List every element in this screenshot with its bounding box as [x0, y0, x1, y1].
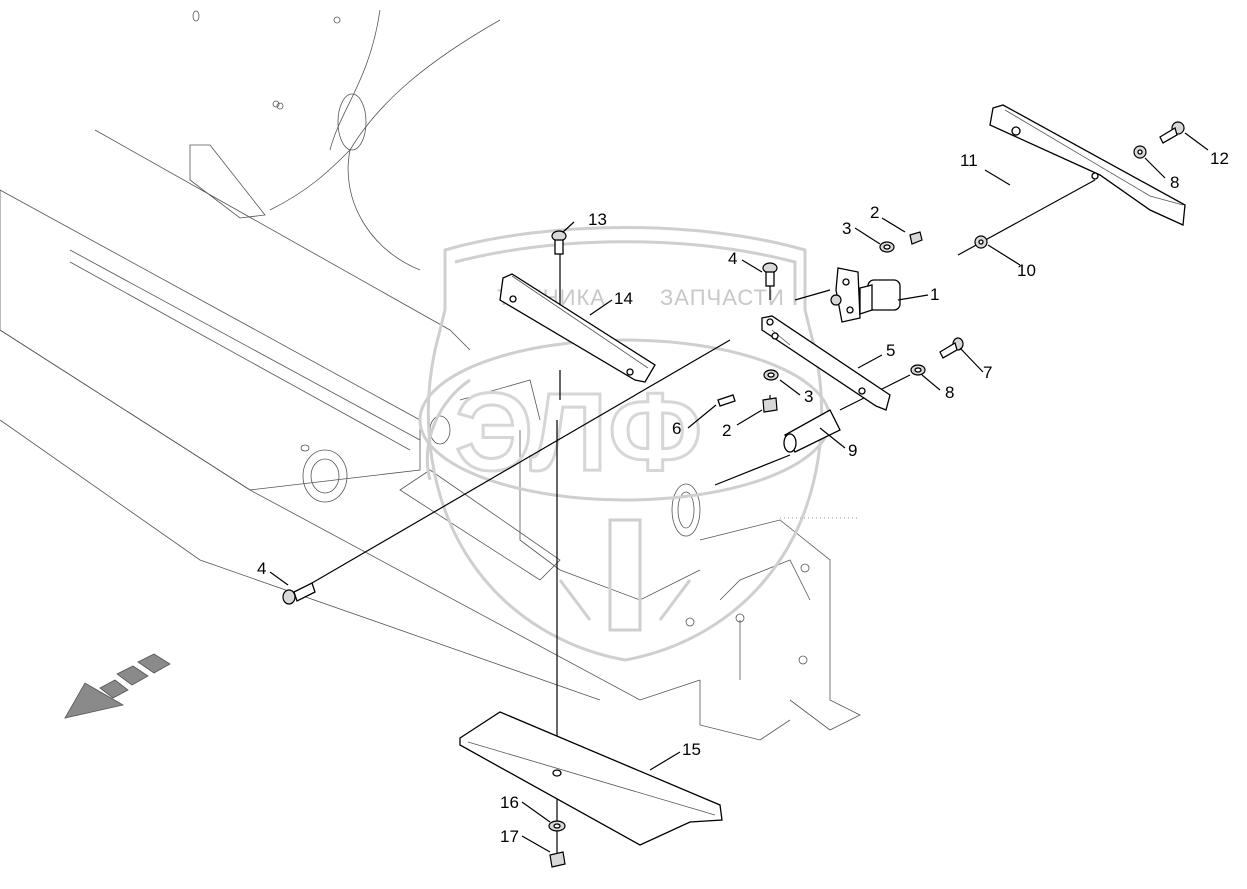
- callout-4-left: 4: [257, 559, 266, 578]
- callout-6: 6: [672, 419, 681, 438]
- part-5-plate: [761, 315, 891, 411]
- callout-3-top: 3: [842, 219, 851, 238]
- callout-2-top: 2: [870, 203, 879, 222]
- callout-14: 14: [614, 289, 633, 308]
- bolts: [282, 262, 964, 605]
- callout-9: 9: [848, 441, 857, 460]
- part-6-pin: [717, 394, 736, 407]
- part-14-bracket: [499, 273, 656, 383]
- callout-labels: 1 2 2 3 3 4 4 5 6 7 8 8 9 10 11 12 13 14…: [257, 149, 1229, 846]
- watermark-logo-text: ЭЛФ: [455, 371, 703, 494]
- part-11-bracket: [989, 104, 1186, 226]
- callout-3-bottom: 3: [804, 387, 813, 406]
- direction-arrow-icon: [64, 653, 171, 719]
- callout-5: 5: [886, 341, 895, 360]
- assembly-lines: [299, 179, 1096, 855]
- part-15-plate: [459, 711, 723, 846]
- callout-1: 1: [930, 285, 939, 304]
- part-13-bolt: [551, 230, 567, 255]
- callout-8-bottom: 8: [945, 383, 954, 402]
- part-9-sleeve: [783, 409, 841, 453]
- watermark-shield-icon: [418, 226, 832, 662]
- chassis-outline: [0, 9, 861, 741]
- callout-4-top: 4: [728, 249, 737, 268]
- callout-13: 13: [588, 210, 607, 229]
- callout-15: 15: [682, 740, 701, 759]
- leader-lines: [269, 132, 1209, 853]
- callout-12: 12: [1210, 149, 1229, 168]
- nuts-washers: [762, 231, 926, 413]
- fasteners-right: [974, 121, 1185, 249]
- callout-10: 10: [1017, 261, 1036, 280]
- callout-16: 16: [500, 793, 519, 812]
- callout-2-bottom: 2: [722, 421, 731, 440]
- parts-16-17: [548, 820, 566, 868]
- callout-17: 17: [500, 827, 519, 846]
- callout-11: 11: [960, 151, 978, 170]
- callout-8-top: 8: [1170, 173, 1179, 192]
- callout-7: 7: [983, 363, 992, 382]
- watermark-right-text: ЗАПЧАСТИ: [660, 285, 785, 310]
- part-1-sensor: [830, 267, 901, 323]
